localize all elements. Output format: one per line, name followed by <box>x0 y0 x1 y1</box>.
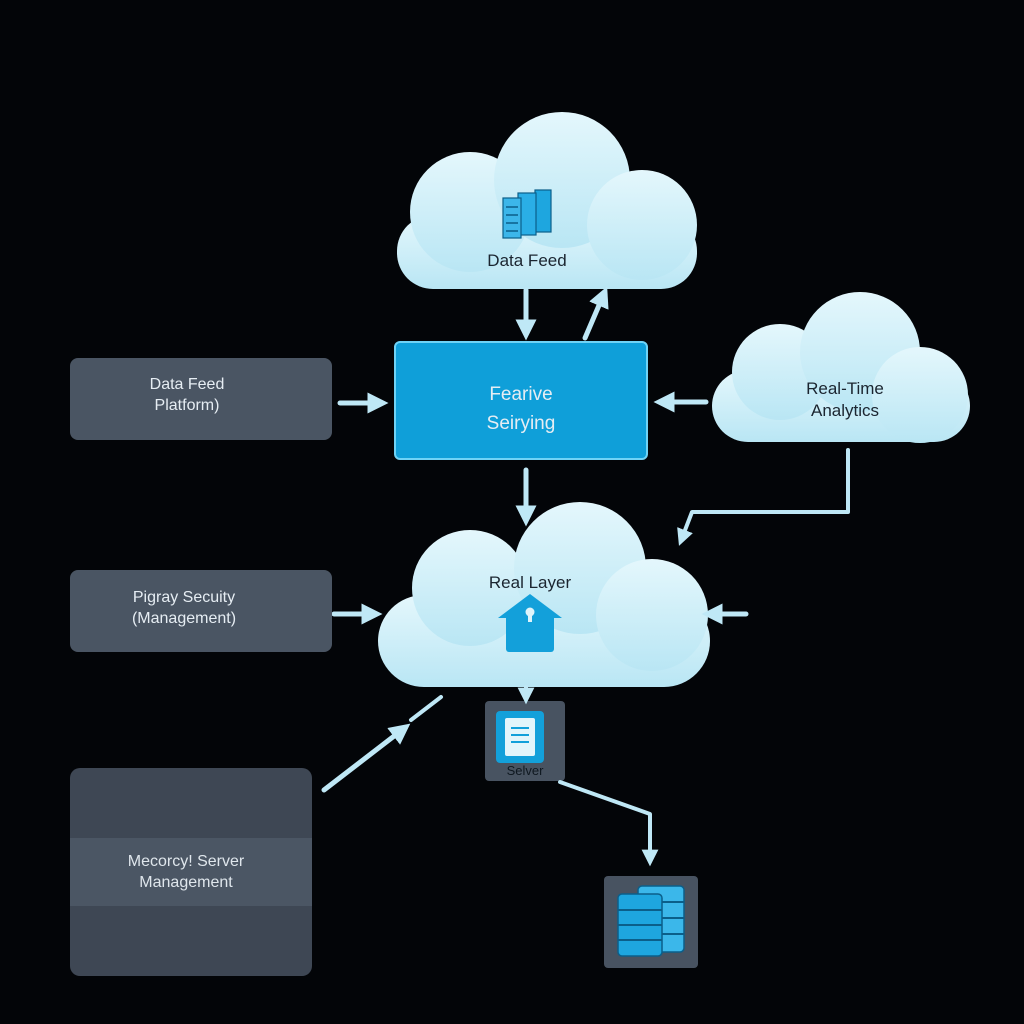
real-layer-text: Real Layer <box>488 573 572 592</box>
server-management-label: Mecorcy! Server Management <box>70 852 302 894</box>
data-feed-platform-line1: Data Feed <box>149 376 225 393</box>
arrow-analytics-to-real-layer <box>677 448 850 546</box>
connector-arrows <box>321 286 850 867</box>
server-icon <box>496 711 544 763</box>
database-box[interactable] <box>604 876 698 968</box>
security-management-line2: (Management) <box>131 609 237 627</box>
feature-serving-line1: Fearive <box>489 384 553 405</box>
server-management-line2: Management <box>139 873 233 891</box>
security-management-box[interactable] <box>70 570 332 652</box>
data-feed-platform-box[interactable] <box>70 358 332 440</box>
feature-serving-line2: Seirying <box>486 413 556 435</box>
feature-serving-label: Fearive Seirying <box>394 380 648 439</box>
arrow-mgmt-to-real-layer <box>321 723 411 793</box>
server-text: Selver <box>506 763 544 778</box>
data-feed-cloud-label: Data Feed <box>447 250 607 272</box>
data-feed-cloud-text: Data Feed <box>487 251 567 270</box>
data-feed-platform-line2: Platform) <box>154 396 220 414</box>
server-rack-icon <box>502 189 552 239</box>
security-management-line1: Pigray Secuity <box>132 589 236 606</box>
arrow-mgmt-line-upper <box>409 695 443 722</box>
realtime-analytics-cloud[interactable] <box>712 292 970 443</box>
server-label: Selver <box>485 763 565 780</box>
server-box[interactable] <box>485 701 565 781</box>
realtime-analytics-label: Real-Time Analytics <box>765 378 925 422</box>
realtime-analytics-line1: Real-Time <box>806 379 884 398</box>
server-management-line1: Mecorcy! Server <box>127 853 245 870</box>
arrow-serving-to-cloud <box>582 286 609 341</box>
data-feed-platform-label: Data Feed Platform) <box>77 375 297 417</box>
database-icon <box>617 885 685 957</box>
house-icon <box>498 594 562 652</box>
security-management-label: Pigray Secuity (Management) <box>74 588 294 630</box>
feature-serving-box[interactable] <box>394 341 648 460</box>
real-layer-label: Real Layer <box>450 572 610 594</box>
server-management-box[interactable] <box>70 768 312 976</box>
real-layer-cloud[interactable] <box>378 502 710 687</box>
arrow-server-to-database <box>558 780 659 867</box>
realtime-analytics-line2: Analytics <box>810 401 880 421</box>
